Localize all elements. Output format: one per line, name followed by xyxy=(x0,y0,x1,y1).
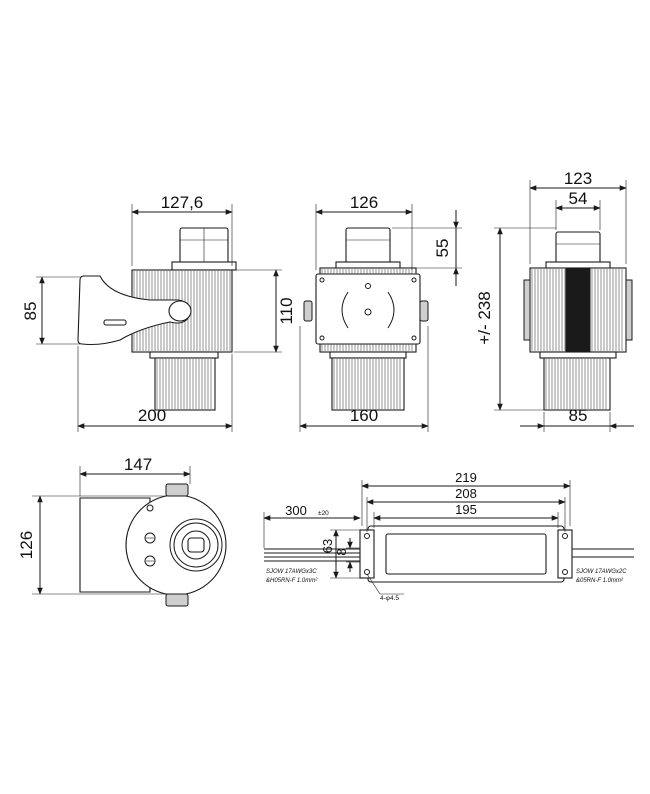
dim-63: 63 xyxy=(320,539,335,553)
side-view: 127,6 110 85 200 xyxy=(21,193,296,432)
front-view: 126 55 160 xyxy=(299,193,462,432)
mounting-holes-label: 4-φ4.5 xyxy=(380,595,399,602)
lens-fins xyxy=(156,359,212,409)
dim-127-6: 127,6 xyxy=(161,193,204,212)
dim-195: 195 xyxy=(455,502,477,517)
cable-in-spec-2: &H05RN-F 1.0mm² xyxy=(266,578,318,584)
dim-55: 55 xyxy=(433,239,452,258)
driver-view: 219 208 195 300 ±20 63 8 4-φ4.5 SJOW 17A… xyxy=(263,470,634,602)
dim-123: 123 xyxy=(564,169,592,188)
dim-300: 300 xyxy=(285,503,307,518)
dim-238: +/- 238 xyxy=(475,291,494,344)
dim-147: 147 xyxy=(124,455,152,474)
cable-out-spec-2: &05RN-F 1.0mm² xyxy=(576,578,624,584)
dim-208: 208 xyxy=(455,486,477,501)
dim-126: 126 xyxy=(350,193,378,212)
dim-126-top: 126 xyxy=(17,531,36,559)
dim-219: 219 xyxy=(455,470,477,485)
dim-54: 54 xyxy=(569,189,588,208)
dim-110: 110 xyxy=(277,297,296,324)
back-view: 123 54 +/- 238 85 xyxy=(475,169,634,432)
dim-160: 160 xyxy=(350,406,378,425)
back-lens-fins xyxy=(545,359,607,409)
dim-300-tolerance: ±20 xyxy=(318,510,329,517)
top-view: 147 126 xyxy=(17,455,227,607)
cable-in-spec-1: SJOW 17AWGx3C xyxy=(266,569,317,575)
dim-85: 85 xyxy=(21,302,40,321)
dim-200: 200 xyxy=(138,406,166,425)
dim-85-back: 85 xyxy=(569,406,588,425)
dim-8: 8 xyxy=(334,548,349,555)
front-lens-fins xyxy=(333,359,401,409)
cable-out-spec-1: SJOW 17AWGx2C xyxy=(576,569,627,575)
